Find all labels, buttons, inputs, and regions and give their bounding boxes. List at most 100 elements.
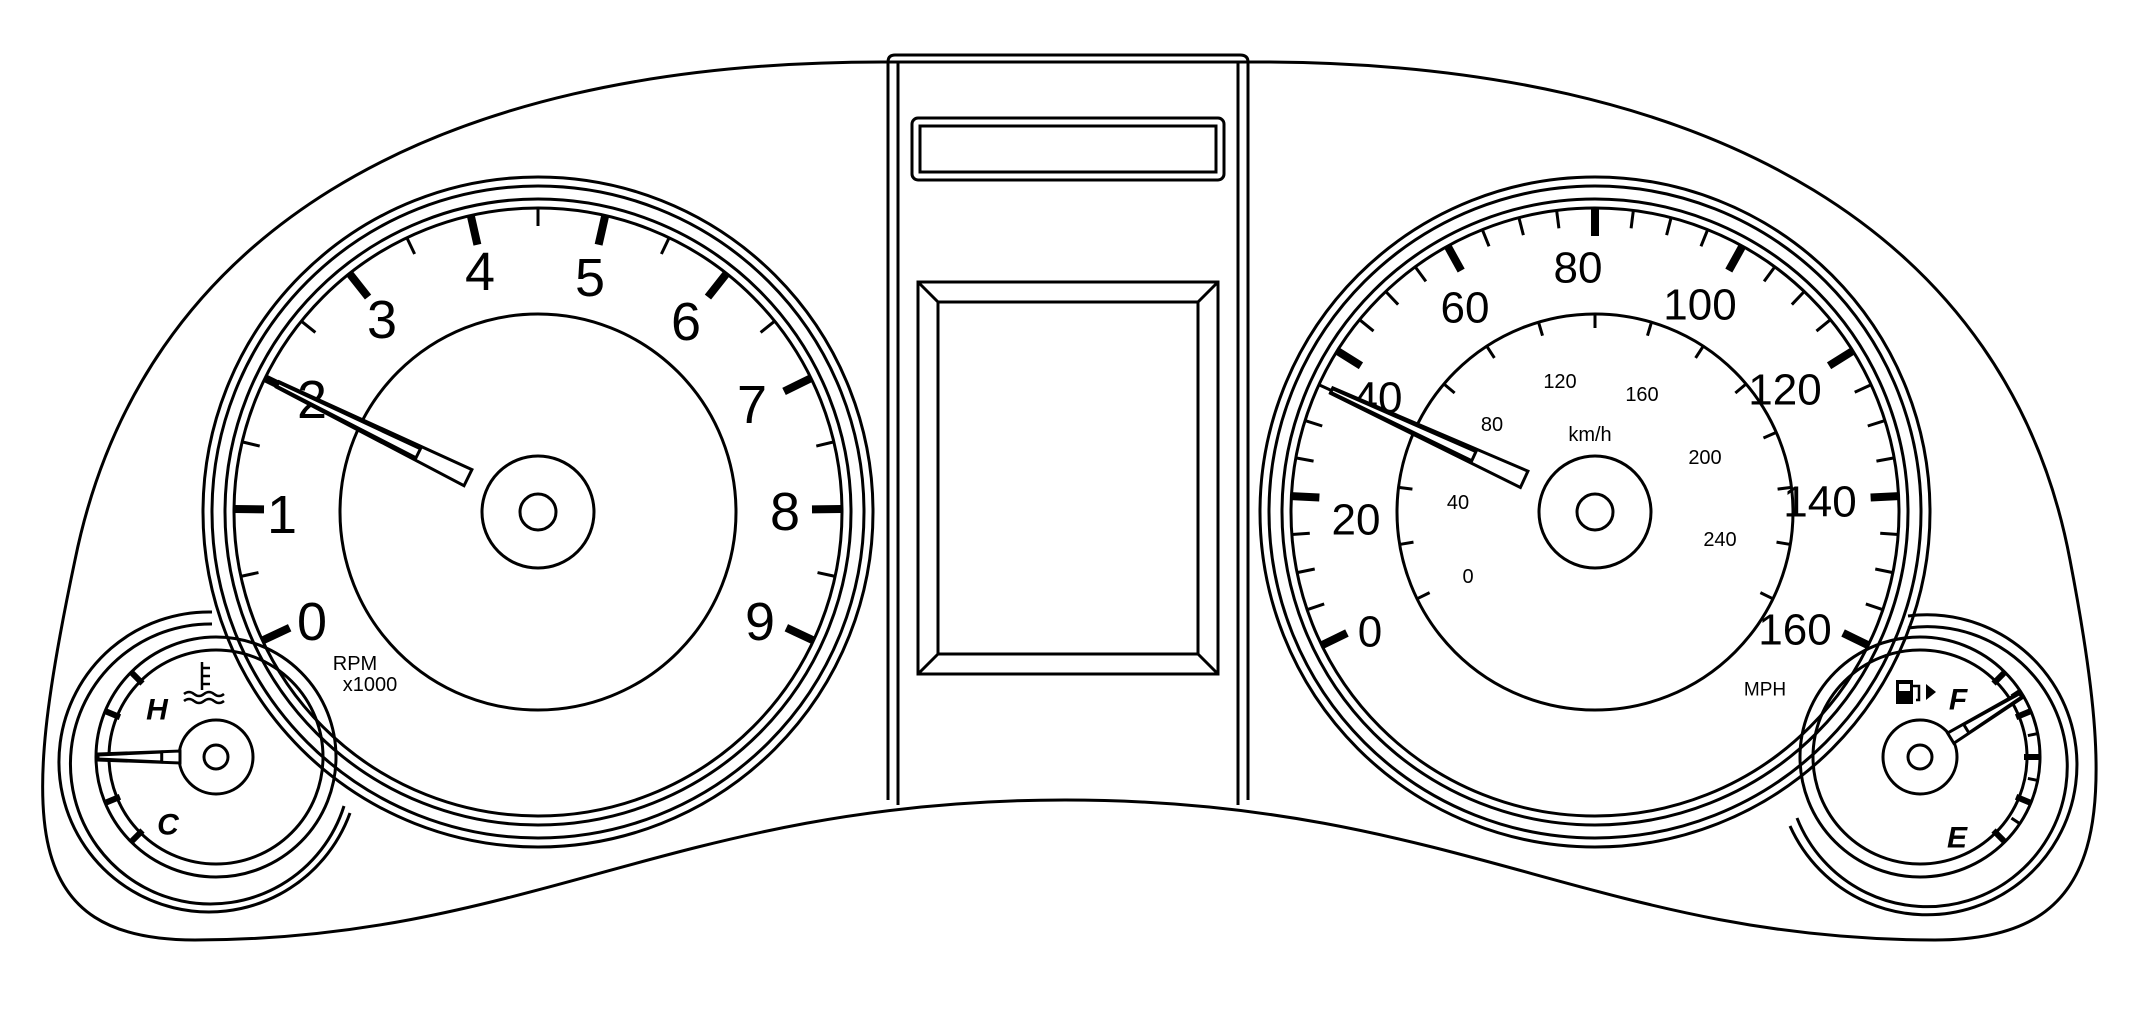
tach-label-5: 5 xyxy=(575,248,605,308)
tach-label-8: 8 xyxy=(770,482,800,542)
mph-minor-tick xyxy=(1555,210,1561,229)
fuel-major-tick xyxy=(1991,670,2007,686)
temperature-needle-body xyxy=(96,750,164,764)
kmh-minor-tick xyxy=(1399,540,1414,546)
fuel-gauge: F E xyxy=(1788,613,2079,917)
kmh-label-0: 0 xyxy=(1462,566,1473,588)
tach-minor-tick xyxy=(240,571,259,578)
kmh-major-tick xyxy=(1734,382,1748,395)
temp-major-tick xyxy=(103,708,122,720)
tach-minor-tick xyxy=(241,440,261,448)
mph-label-100: 100 xyxy=(1663,281,1736,330)
mph-minor-tick xyxy=(1876,456,1895,463)
mph-minor-tick xyxy=(1306,602,1325,612)
kmh-label-120: 120 xyxy=(1543,371,1576,393)
tachometer-needle xyxy=(274,379,474,488)
mph-minor-tick xyxy=(1815,318,1832,333)
speedometer-needle-body xyxy=(1328,386,1478,463)
mph-minor-tick xyxy=(1874,567,1894,575)
tach-minor-tick xyxy=(815,440,835,448)
mph-minor-tick xyxy=(1790,290,1806,306)
fuel-major-tick xyxy=(2014,794,2033,806)
tach-minor-tick xyxy=(405,237,416,255)
mph-label-60: 60 xyxy=(1441,284,1490,333)
coolant-temperature-icon xyxy=(183,662,225,705)
speedometer: 0 20 40 60 80 100 120 140 160 0 40 80 12… xyxy=(1258,175,1932,849)
temperature-gauge: H C xyxy=(57,610,352,914)
tach-minor-tick xyxy=(817,571,836,578)
fuel-empty-label: E xyxy=(1947,822,1968,855)
kmh-label-80: 80 xyxy=(1481,414,1503,436)
tach-major-tick xyxy=(260,624,292,645)
mph-minor-tick xyxy=(1384,290,1400,306)
upper-display-window xyxy=(910,116,1226,182)
mph-label-0: 0 xyxy=(1358,608,1382,657)
kmh-major-tick xyxy=(1759,591,1774,601)
center-display-panel xyxy=(886,53,1250,805)
tachometer-labels: 0 1 2 3 4 5 6 7 8 9 RPM x1000 xyxy=(267,242,800,696)
kmh-minor-tick xyxy=(1485,345,1496,359)
mph-label-160: 160 xyxy=(1758,606,1831,655)
temp-major-tick xyxy=(103,794,122,806)
kmh-major-tick xyxy=(1646,321,1653,337)
tach-minor-tick xyxy=(300,319,317,334)
mph-major-tick xyxy=(1320,629,1349,649)
mph-minor-tick xyxy=(1762,265,1776,283)
tach-label-9: 9 xyxy=(745,592,775,652)
mph-unit: MPH xyxy=(1744,680,1786,701)
mph-minor-tick xyxy=(1665,217,1673,236)
tachometer: 0 1 2 3 4 5 6 7 8 9 RPM x1000 xyxy=(201,175,875,849)
mph-minor-tick xyxy=(1291,531,1310,537)
mph-minor-tick xyxy=(1358,318,1375,333)
mph-label-140: 140 xyxy=(1783,478,1856,527)
mph-major-tick xyxy=(1291,492,1320,502)
tach-unit-x1000: x1000 xyxy=(343,674,398,696)
mph-major-tick xyxy=(1335,347,1364,370)
tach-label-7: 7 xyxy=(737,375,767,435)
fuel-scale xyxy=(1991,670,2040,844)
fuel-minor-tick xyxy=(2027,732,2038,738)
mph-labels: 0 20 40 60 80 100 120 140 160 xyxy=(1332,244,1857,657)
temperature-hub xyxy=(177,718,255,796)
cluster-housing xyxy=(41,60,2098,942)
kmh-major-tick xyxy=(1537,321,1544,337)
temp-cold-label: C xyxy=(157,809,180,842)
kmh-major-tick xyxy=(1777,485,1792,491)
mph-minor-tick xyxy=(1865,602,1884,612)
mph-minor-tick xyxy=(1867,419,1886,428)
temperature-needle xyxy=(96,749,182,765)
fuel-major-tick xyxy=(2014,708,2033,720)
mph-minor-tick xyxy=(1296,567,1316,575)
mph-minor-tick xyxy=(1295,456,1314,463)
mph-minor-tick xyxy=(1629,210,1635,229)
kmh-label-40: 40 xyxy=(1447,492,1469,514)
tach-unit-rpm: RPM xyxy=(333,653,377,675)
mph-minor-tick xyxy=(1854,383,1872,394)
kmh-minor-tick xyxy=(1776,540,1791,546)
mph-minor-tick xyxy=(1699,229,1710,247)
tach-major-tick xyxy=(784,624,816,645)
kmh-label-200: 200 xyxy=(1688,447,1721,469)
tach-major-tick xyxy=(346,271,372,300)
fuel-major-tick xyxy=(1991,828,2007,844)
kmh-major-tick xyxy=(1398,485,1413,491)
temp-major-tick xyxy=(129,828,145,844)
kmh-minor-tick xyxy=(1762,430,1777,440)
fuel-minor-tick xyxy=(2027,776,2038,782)
tach-minor-tick xyxy=(759,319,776,334)
kmh-major-tick xyxy=(1442,382,1456,395)
kmh-scale xyxy=(1398,314,1792,601)
mph-minor-tick xyxy=(1517,217,1525,236)
mph-label-80: 80 xyxy=(1554,244,1603,293)
kmh-labels: 0 40 80 120 160 200 240 km/h MPH xyxy=(1447,371,1786,701)
fuel-needle xyxy=(1945,690,2025,746)
tach-major-tick xyxy=(594,214,610,246)
tach-label-3: 3 xyxy=(367,290,397,350)
mph-minor-tick xyxy=(1480,229,1491,247)
speedometer-needle xyxy=(1328,385,1530,490)
fuel-pump-icon xyxy=(1896,680,1936,704)
mph-major-tick xyxy=(1444,244,1465,273)
mph-major-tick xyxy=(1870,492,1899,502)
fuel-hub xyxy=(1881,718,1959,796)
